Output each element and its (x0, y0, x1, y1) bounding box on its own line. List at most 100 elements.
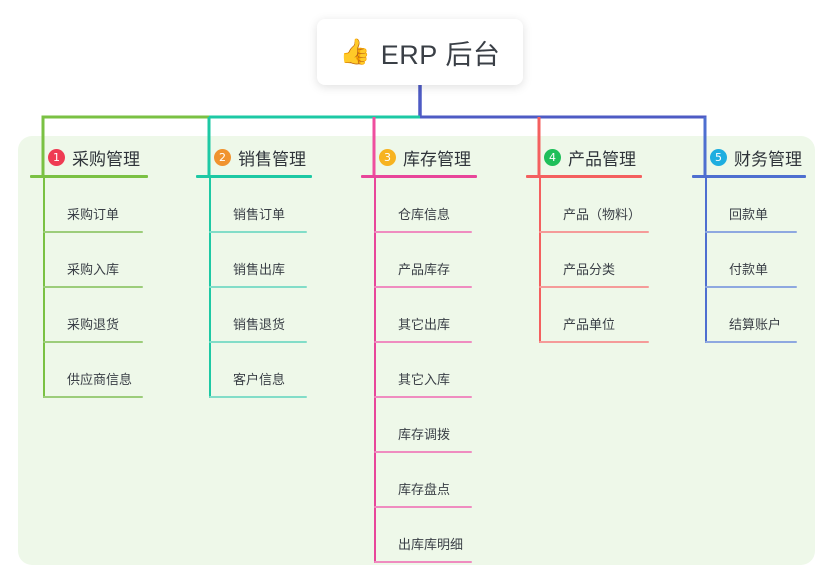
leaf-node[interactable]: 产品（物料） (526, 178, 649, 233)
leaf-node[interactable]: 付款单 (692, 233, 806, 288)
leaf-node[interactable]: 仓库信息 (361, 178, 477, 233)
branch-items-sales: 销售订单销售出库销售退货客户信息 (196, 178, 312, 398)
branch-column-sales: 2 销售管理销售订单销售出库销售退货客户信息 (196, 145, 312, 398)
branch-title-inventory: 库存管理 (403, 149, 471, 169)
leaf-rule (539, 231, 649, 233)
leaf-label: 产品单位 (563, 317, 616, 332)
branch-column-purchasing: 1 采购管理采购订单采购入库采购退货供应商信息 (30, 145, 148, 398)
branch-spine (43, 178, 45, 398)
leaf-label: 产品（物料） (563, 207, 642, 222)
leaf-label: 其它出库 (398, 317, 451, 332)
leaf-node[interactable]: 销售出库 (196, 233, 312, 288)
leaf-label: 其它入库 (398, 372, 451, 387)
leaf-rule (374, 231, 472, 233)
leaf-label: 采购退货 (67, 317, 120, 332)
diagram-background-panel (18, 136, 815, 565)
leaf-rule (374, 506, 472, 508)
leaf-node[interactable]: 出库库明细 (361, 508, 477, 563)
leaf-rule (374, 396, 472, 398)
branch-title-product: 产品管理 (568, 149, 636, 169)
leaf-node[interactable]: 回款单 (692, 178, 806, 233)
leaf-label: 销售退货 (233, 317, 286, 332)
branch-header-purchasing[interactable]: 1 采购管理 (30, 145, 148, 169)
leaf-label: 采购订单 (67, 207, 120, 222)
leaf-label: 销售订单 (233, 207, 286, 222)
leaf-node[interactable]: 结算账户 (692, 288, 806, 343)
branch-number-badge: 1 (48, 148, 65, 166)
branch-header-rule (692, 175, 806, 178)
leaf-rule (374, 451, 472, 453)
thumbs-up-emoji: 👍 (339, 37, 371, 66)
branch-header-product[interactable]: 4 产品管理 (526, 145, 642, 169)
leaf-label: 产品分类 (563, 262, 616, 277)
leaf-rule (374, 561, 472, 563)
branch-column-inventory: 3 库存管理仓库信息产品库存其它出库其它入库库存调拨库存盘点出库库明细 (361, 145, 477, 563)
leaf-node[interactable]: 库存盘点 (361, 453, 477, 508)
leaf-rule (374, 341, 472, 343)
branch-number-badge: 2 (214, 148, 231, 166)
branch-title-sales: 销售管理 (238, 149, 306, 169)
branch-items-purchasing: 采购订单采购入库采购退货供应商信息 (30, 178, 148, 398)
branch-title-purchasing: 采购管理 (72, 149, 140, 169)
leaf-rule (705, 341, 797, 343)
leaf-label: 销售出库 (233, 262, 286, 277)
branch-title-finance: 财务管理 (734, 149, 802, 169)
leaf-rule (209, 286, 307, 288)
leaf-label: 库存盘点 (398, 482, 451, 497)
leaf-label: 客户信息 (233, 372, 286, 387)
leaf-rule (209, 396, 307, 398)
branch-header-rule (526, 175, 642, 178)
leaf-node[interactable]: 产品分类 (526, 233, 649, 288)
branch-spine (209, 178, 211, 398)
branch-spine (374, 178, 376, 563)
leaf-label: 仓库信息 (398, 207, 451, 222)
branch-number-badge: 4 (544, 148, 561, 166)
leaf-rule (43, 231, 143, 233)
leaf-node[interactable]: 采购入库 (30, 233, 148, 288)
leaf-label: 付款单 (729, 262, 769, 277)
branch-items-inventory: 仓库信息产品库存其它出库其它入库库存调拨库存盘点出库库明细 (361, 178, 477, 563)
leaf-node[interactable]: 产品单位 (526, 288, 649, 343)
leaf-label: 回款单 (729, 207, 769, 222)
page-title: ERP 后台 (380, 39, 501, 70)
leaf-label: 供应商信息 (67, 372, 133, 387)
leaf-rule (374, 286, 472, 288)
branch-column-product: 4 产品管理产品（物料） 产品分类产品单位 (526, 145, 649, 343)
branch-items-product: 产品（物料） 产品分类产品单位 (526, 178, 649, 343)
branch-column-finance: 5 财务管理回款单付款单结算账户 (692, 145, 806, 343)
leaf-node[interactable]: 客户信息 (196, 343, 312, 398)
leaf-label: 采购入库 (67, 262, 120, 277)
leaf-rule (43, 396, 143, 398)
leaf-rule (209, 341, 307, 343)
leaf-node[interactable]: 其它入库 (361, 343, 477, 398)
branch-header-rule (196, 175, 312, 178)
leaf-label: 结算账户 (729, 317, 782, 332)
leaf-rule (705, 286, 797, 288)
branch-items-finance: 回款单付款单结算账户 (692, 178, 806, 343)
leaf-node[interactable]: 采购退货 (30, 288, 148, 343)
leaf-rule (539, 286, 649, 288)
leaf-node[interactable]: 销售退货 (196, 288, 312, 343)
leaf-node[interactable]: 采购订单 (30, 178, 148, 233)
leaf-rule (705, 231, 797, 233)
leaf-node[interactable]: 库存调拨 (361, 398, 477, 453)
leaf-rule (539, 341, 649, 343)
branch-header-rule (30, 175, 148, 178)
branch-header-finance[interactable]: 5 财务管理 (692, 145, 806, 169)
branch-number-badge: 5 (710, 148, 727, 166)
leaf-rule (43, 341, 143, 343)
leaf-label: 出库库明细 (398, 537, 464, 552)
leaf-node[interactable]: 销售订单 (196, 178, 312, 233)
root-node-card[interactable]: 👍 ERP 后台 (317, 19, 523, 85)
leaf-node[interactable]: 其它出库 (361, 288, 477, 343)
leaf-rule (43, 286, 143, 288)
branch-header-inventory[interactable]: 3 库存管理 (361, 145, 477, 169)
branch-spine (539, 178, 541, 343)
branch-number-badge: 3 (379, 148, 396, 166)
branch-header-sales[interactable]: 2 销售管理 (196, 145, 312, 169)
leaf-label: 产品库存 (398, 262, 451, 277)
leaf-node[interactable]: 供应商信息 (30, 343, 148, 398)
leaf-rule (209, 231, 307, 233)
leaf-node[interactable]: 产品库存 (361, 233, 477, 288)
